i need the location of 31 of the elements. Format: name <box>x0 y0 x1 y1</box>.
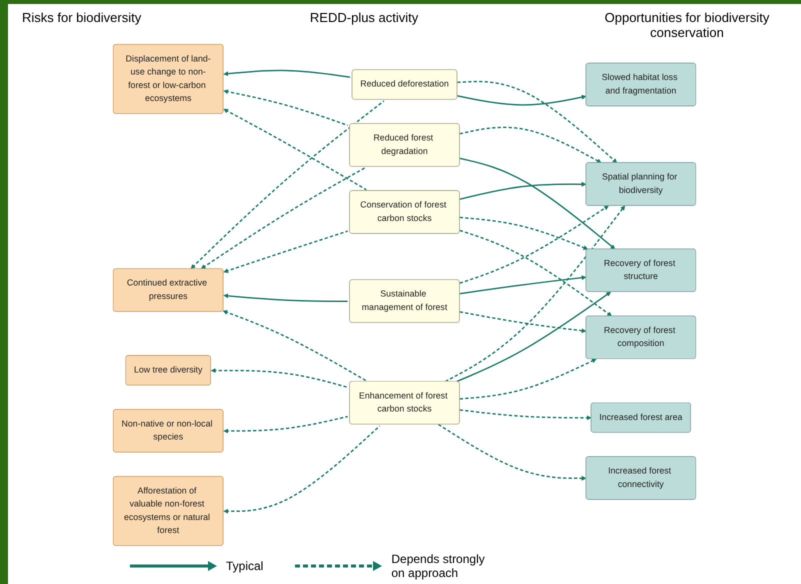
legend-text: Depends strongly on approach <box>391 552 486 580</box>
arrow <box>457 94 586 106</box>
arrow <box>460 409 592 420</box>
arrow <box>460 126 602 164</box>
arrow <box>460 358 597 400</box>
arrow <box>223 416 348 434</box>
legend-text: Typical <box>226 559 264 573</box>
arrow <box>210 368 348 388</box>
arrow <box>223 70 350 78</box>
arrow <box>223 293 348 302</box>
arrow <box>460 158 616 250</box>
arrow <box>190 100 384 269</box>
column-heading: REDD-plus activity <box>310 10 418 27</box>
arrow <box>223 89 348 126</box>
column-heading: Opportunities for biodiversity conservation <box>604 10 770 40</box>
arrow <box>222 310 366 382</box>
arrow <box>460 216 588 250</box>
arrow <box>223 425 380 514</box>
arrow <box>223 230 348 274</box>
arrow <box>444 205 626 382</box>
arrow <box>223 108 367 190</box>
arrow <box>456 292 611 382</box>
arrow <box>460 182 586 200</box>
arrow <box>460 205 609 284</box>
arrow <box>457 80 618 164</box>
arrow <box>438 424 586 481</box>
arrow <box>460 230 612 316</box>
column-heading: Risks for biodiversity <box>22 10 142 27</box>
arrow <box>200 167 366 269</box>
arrow <box>460 311 586 334</box>
arrow <box>460 275 586 294</box>
